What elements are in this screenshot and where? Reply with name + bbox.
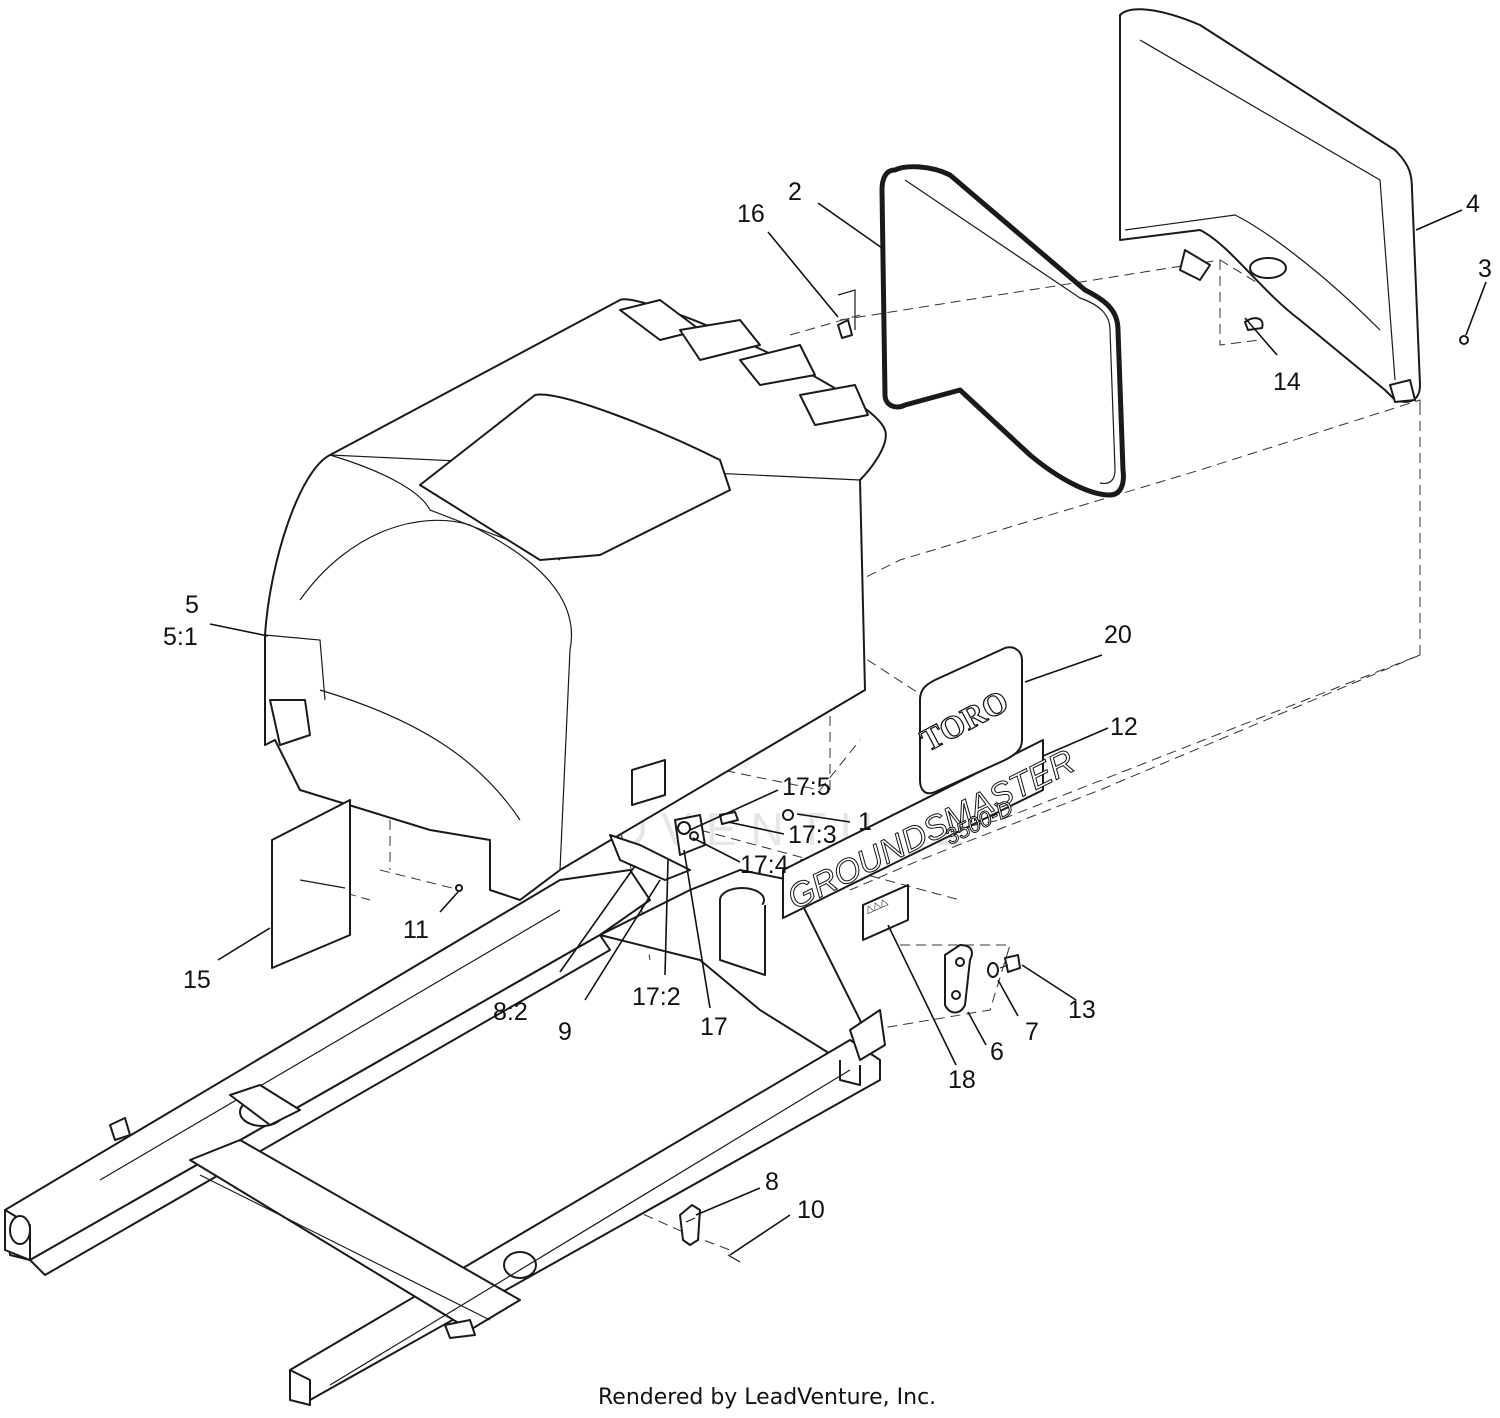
latch-assembly-part xyxy=(455,289,1469,892)
callout-11: 11 xyxy=(403,916,429,944)
callout-17-3: 17:3 xyxy=(788,821,837,849)
callout-8: 8 xyxy=(765,1168,779,1196)
callout-17-4: 17:4 xyxy=(740,851,789,879)
callout-6: 6 xyxy=(990,1038,1004,1066)
callout-16: 16 xyxy=(737,200,765,228)
rear-panel-part xyxy=(1119,8,1421,403)
callout-7: 7 xyxy=(1025,1018,1039,1046)
callout-labels: 1 2 3 4 5 5:1 6 7 8 8:2 9 10 11 12 13 14… xyxy=(163,178,1492,1224)
decal-15-part xyxy=(271,799,351,969)
callout-17: 17 xyxy=(700,1013,728,1041)
callout-15: 15 xyxy=(183,966,211,994)
clip-8-part xyxy=(679,1204,741,1263)
callout-5: 5 xyxy=(185,591,199,619)
seal-part xyxy=(879,164,1126,498)
callout-1: 1 xyxy=(858,808,872,836)
toro-decal: TORO xyxy=(914,646,1023,795)
warning-decal: △△△ xyxy=(862,884,909,941)
callout-13: 13 xyxy=(1068,996,1096,1024)
callout-20: 20 xyxy=(1104,621,1132,649)
frame-assembly xyxy=(4,869,886,1406)
callout-2: 2 xyxy=(788,178,802,206)
hood-part xyxy=(264,298,887,901)
callout-17-2: 17:2 xyxy=(632,983,681,1011)
callout-9: 9 xyxy=(558,1018,572,1046)
callout-14: 14 xyxy=(1273,368,1301,396)
callout-17-5: 17:5 xyxy=(782,773,831,801)
callout-4: 4 xyxy=(1466,190,1480,218)
callout-18: 18 xyxy=(948,1066,976,1094)
leader-lines xyxy=(209,202,1487,1256)
rendered-by-footer: Rendered by LeadVenture, Inc. xyxy=(598,1385,936,1410)
callout-3: 3 xyxy=(1478,255,1492,283)
callout-10: 10 xyxy=(797,1196,825,1224)
callout-5-1: 5:1 xyxy=(163,623,198,651)
callout-12: 12 xyxy=(1110,713,1138,741)
callout-8-2: 8:2 xyxy=(493,998,528,1026)
bracket-6-part xyxy=(944,944,1021,1014)
